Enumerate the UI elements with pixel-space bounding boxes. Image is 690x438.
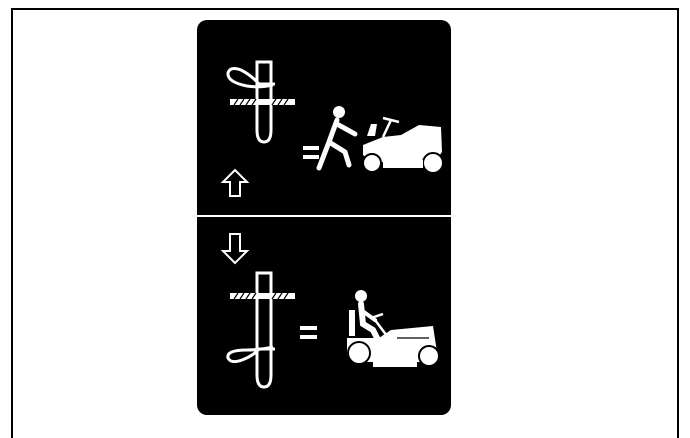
equals-sign xyxy=(303,146,319,159)
rod-with-pin-icon xyxy=(228,62,295,142)
equals-sign xyxy=(300,326,317,339)
arrow-down-icon xyxy=(223,234,247,263)
person-pushing-mower-icon xyxy=(319,106,443,173)
arrow-up-icon xyxy=(223,170,247,196)
person-riding-mower-icon xyxy=(347,290,439,367)
instruction-label-panel xyxy=(197,20,451,415)
section-divider xyxy=(197,215,451,217)
instruction-diagram xyxy=(197,20,451,415)
rod-with-pin-icon xyxy=(228,273,295,387)
